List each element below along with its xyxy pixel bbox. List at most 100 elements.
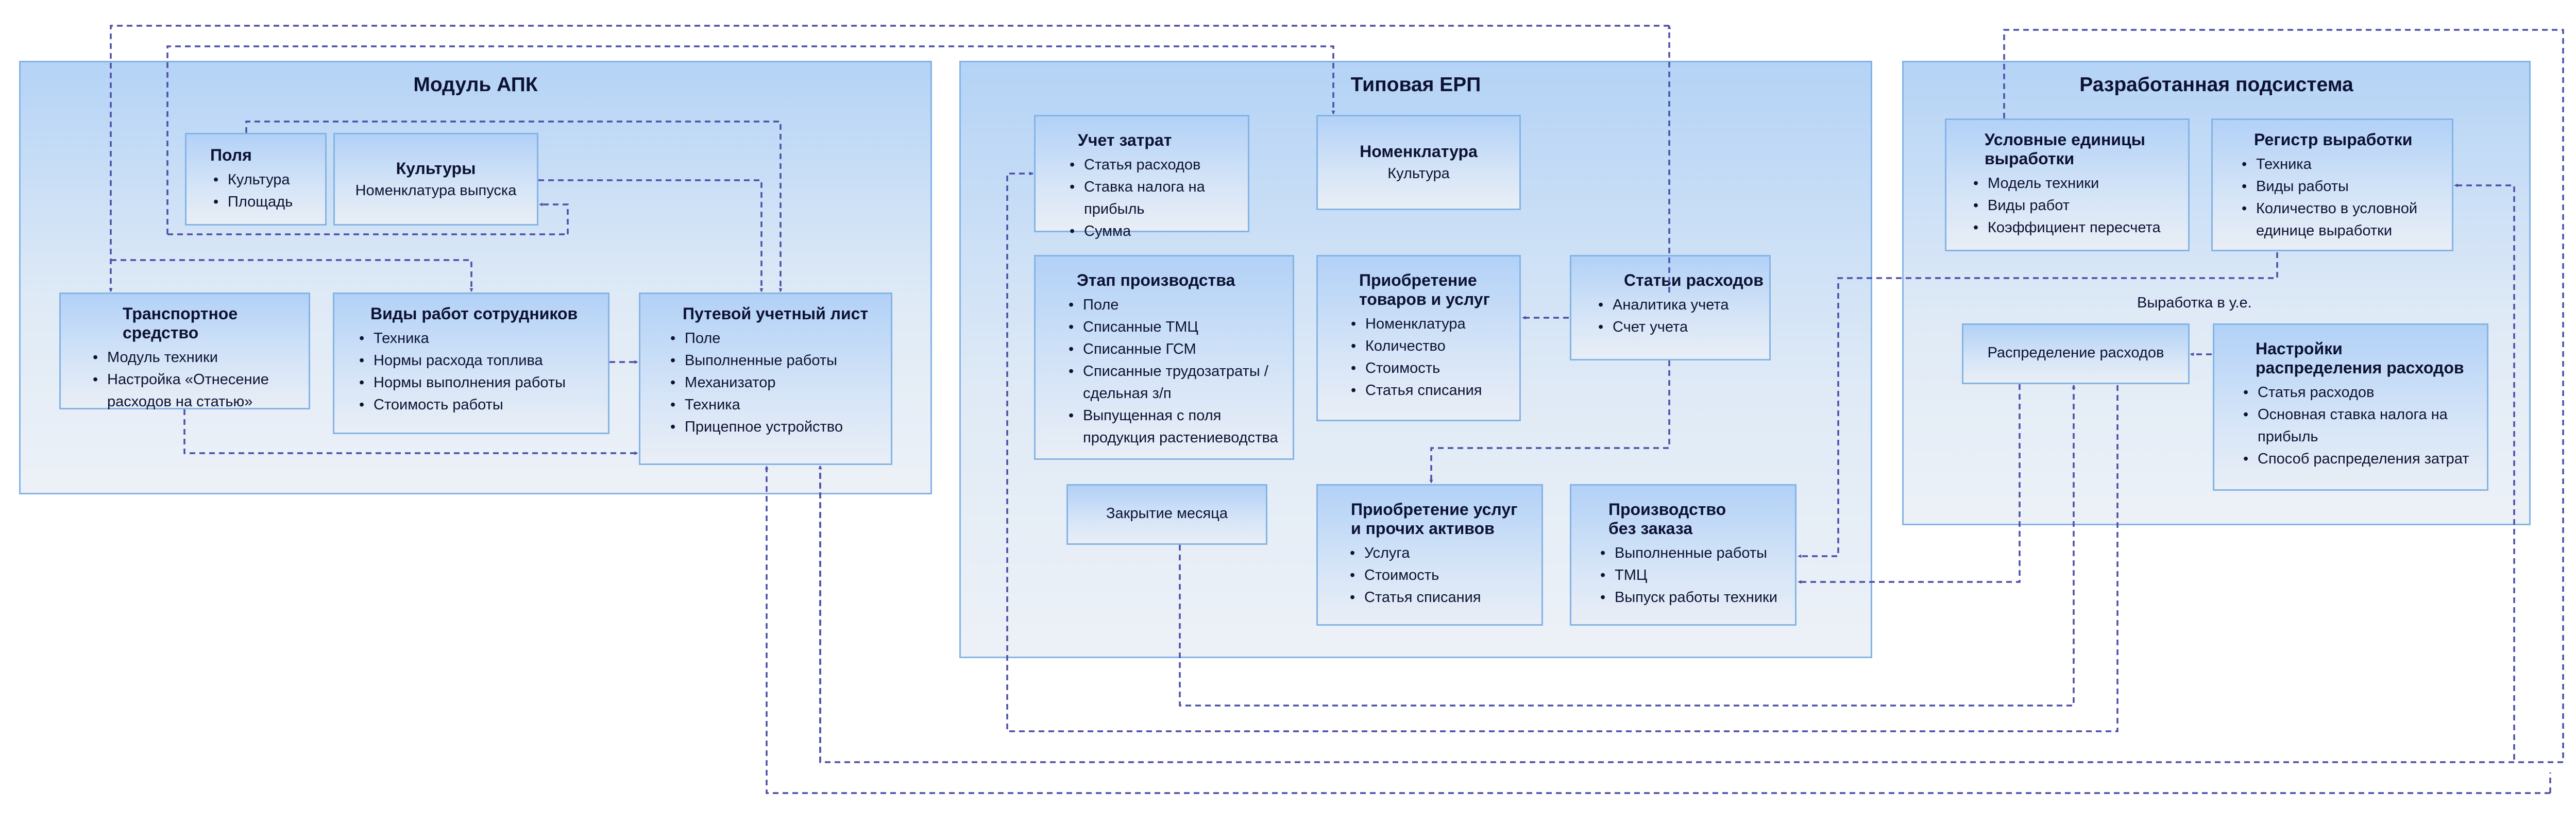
list-item: Виды работ: [1970, 195, 2183, 217]
box-nomenclature[interactable]: Номенклатура Культура: [1316, 115, 1521, 210]
box-expense-items[interactable]: Статьи расходов Аналитика учетаСчет учет…: [1570, 255, 1771, 360]
item-list: ПолеВыполненные работыМеханизаторТехника…: [667, 328, 886, 438]
box-title: Номенклатура: [1360, 142, 1478, 161]
box-waybill[interactable]: Путевой учетный лист ПолеВыполненные раб…: [639, 293, 892, 465]
list-item: Коэффициент пересчета: [1970, 217, 2183, 239]
list-item: Нормы расхода топлива: [356, 350, 603, 372]
box-title: Поля: [210, 146, 252, 164]
list-item: Статья списания: [1348, 380, 1514, 402]
list-item: Площадь: [210, 191, 315, 213]
connector-month-close-to-distribution: [1179, 385, 2076, 707]
box-production-no-order[interactable]: Производство без заказа Выполненные рабо…: [1570, 484, 1797, 626]
list-item: Сумма: [1066, 220, 1243, 243]
list-item: Поле: [1065, 294, 1287, 316]
item-list: УслугаСтоимостьСтатья списания: [1347, 542, 1536, 609]
list-item: ТМЦ: [1597, 564, 1790, 587]
connector-loop-to-vehicle: [109, 25, 1669, 292]
box-title: Производство без заказа: [1608, 500, 1726, 538]
connector-distribution-to-production: [1798, 384, 2021, 584]
list-item: Стоимость работы: [356, 394, 603, 416]
box-cost-accounting[interactable]: Учет затрат Статья расходовСтавка налога…: [1034, 115, 1249, 243]
connector-distribution-to-cost-accounting: [1006, 171, 2119, 732]
box-crops[interactable]: Культуры Номенклатура выпуска: [333, 133, 538, 226]
list-item: Списанные ТМЦ: [1065, 316, 1287, 338]
box-title: Статьи расходов: [1624, 271, 1764, 289]
box-title: Виды работ сотрудников: [370, 304, 578, 323]
item-list: КультураПлощадь: [210, 169, 315, 213]
box-cost-distribution[interactable]: Распределение расходов: [1962, 323, 2190, 384]
box-title: Путевой учетный лист: [683, 304, 869, 323]
item-list: ТехникаВиды работыКоличество в условной …: [2239, 153, 2447, 242]
list-item: Счет учета: [1595, 316, 1764, 338]
box-distribution-settings[interactable]: Настройки распределения расходов Статья …: [2213, 323, 2488, 491]
box-production-stage[interactable]: Этап производства ПолеСписанные ТМЦСписа…: [1034, 255, 1294, 460]
box-conditional-units[interactable]: Условные единицы выработки Модель техник…: [1945, 118, 2190, 251]
list-item: Нормы выполнения работы: [356, 372, 603, 394]
item-list: ПолеСписанные ТМЦСписанные ГСМСписанные …: [1065, 294, 1287, 449]
item-list: Выполненные работыТМЦВыпуск работы техни…: [1597, 542, 1790, 609]
list-item: Выпущенная с поля продукция растениеводс…: [1065, 405, 1287, 449]
list-item: Техника: [667, 394, 886, 416]
box-work-types[interactable]: Виды работ сотрудников ТехникаНормы расх…: [333, 293, 609, 434]
box-title: Культуры: [396, 159, 476, 178]
box-vehicle[interactable]: Транспортное средство Модуль техникиНаст…: [59, 293, 310, 410]
box-subtitle: Номенклатура выпуска: [355, 182, 517, 199]
box-goods-purchase[interactable]: Приобретение товаров и услуг Номенклатур…: [1316, 255, 1521, 421]
box-title: Условные единицы выработки: [1985, 130, 2145, 168]
connector-crops-to-waybill: [538, 179, 764, 292]
connector-vehicle-to-waybill: [183, 409, 638, 455]
list-item: Количество в условной единице выработки: [2239, 198, 2447, 242]
connector-fields-to-waybill: [245, 121, 783, 292]
list-item: Поле: [667, 328, 886, 350]
list-item: Прицепное устройство: [667, 416, 886, 438]
list-item: Культура: [210, 169, 315, 191]
list-item: Механизатор: [667, 372, 886, 394]
list-item: Аналитика учета: [1595, 294, 1764, 316]
connector-expense-to-services: [1429, 360, 1670, 484]
item-list: ТехникаНормы расхода топливаНормы выполн…: [356, 328, 603, 416]
box-output-register[interactable]: Регистр выработки ТехникаВиды работыКоли…: [2211, 118, 2453, 251]
region-title: Типовая ЕРП: [1350, 74, 1481, 96]
list-item: Выполненные работы: [1597, 542, 1790, 564]
list-item: Ставка налога на прибыль: [1066, 176, 1243, 220]
item-list: Статья расходовОсновная ставка налога на…: [2240, 382, 2482, 470]
output-label: Выработка в у.е.: [2137, 295, 2252, 311]
connector-into-crops: [539, 202, 569, 234]
box-title: Учет затрат: [1078, 131, 1172, 149]
box-title: Этап производства: [1077, 271, 1235, 289]
list-item: Способ распределения затрат: [2240, 448, 2482, 470]
connector-to-nomenclature: [166, 45, 1335, 234]
list-item: Номенклатура: [1348, 313, 1514, 335]
box-services-purchase[interactable]: Приобретение услуг и прочих активов Услу…: [1316, 484, 1543, 626]
list-item: Услуга: [1347, 542, 1536, 564]
connector-loop-to-register: [2454, 183, 2515, 760]
item-list: Статья расходовСтавка налога на прибыльС…: [1066, 154, 1243, 243]
list-item: Выпуск работы техники: [1597, 587, 1790, 609]
list-item: Списанные ГСМ: [1065, 338, 1287, 360]
item-list: Модуль техникиНастройка «Отнесение расхо…: [90, 347, 303, 413]
connector-register-to-production: [1798, 252, 2278, 558]
region-title: Разработанная подсистема: [2079, 74, 2353, 96]
list-item: Модель техники: [1970, 173, 2183, 195]
list-item: Стоимость: [1347, 564, 1536, 587]
box-subtitle: Культура: [1387, 165, 1450, 182]
box-fields[interactable]: Поля КультураПлощадь: [185, 133, 327, 226]
box-month-close[interactable]: Закрытие месяца: [1066, 484, 1267, 545]
region-title: Модуль АПК: [413, 74, 538, 96]
list-item: Техника: [2239, 153, 2447, 176]
list-item: Настройка «Отнесение расходов на статью»: [90, 369, 303, 413]
box-title: Транспортное средство: [123, 304, 238, 342]
list-item: Виды работы: [2239, 176, 2447, 198]
box-subtitle: Закрытие месяца: [1106, 505, 1228, 522]
list-item: Статья списания: [1347, 587, 1536, 609]
list-item: Стоимость: [1348, 357, 1514, 380]
connector-bottom-to-waybill: [765, 466, 2550, 794]
connector-to-work-types: [111, 259, 473, 292]
list-item: Техника: [356, 328, 603, 350]
list-item: Количество: [1348, 335, 1514, 357]
box-title: Приобретение услуг и прочих активов: [1351, 500, 1518, 538]
box-subtitle: Распределение расходов: [1987, 345, 2164, 361]
connector-conditional-units-up: [819, 29, 2564, 763]
list-item: Модуль техники: [90, 347, 303, 369]
